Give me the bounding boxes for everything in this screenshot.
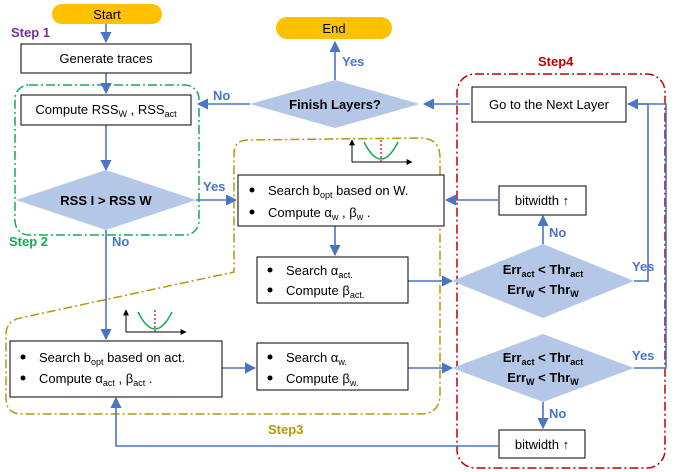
bitwidth-up-box-2 — [498, 429, 586, 459]
arrow-bitwidth2-back — [110, 396, 498, 447]
step4-label: Step4 — [538, 54, 574, 69]
search-alpha-act-line1: Search αact. — [286, 263, 353, 280]
loss-curve-icon — [123, 309, 187, 335]
edge-label-no-err2: No — [549, 406, 566, 421]
edge-label-yes-err1: Yes — [632, 259, 654, 274]
err-decision-2 — [452, 334, 634, 402]
bullet — [20, 354, 26, 360]
search-bopt-w-line2: Compute αw , βw . — [268, 205, 370, 222]
search-bopt-act-box — [9, 340, 223, 398]
edge-label-yes-end: Yes — [342, 54, 364, 69]
search-alpha-w-line1: Search αw. — [286, 350, 347, 367]
bitwidth-up-box-1 — [498, 185, 587, 216]
bullet — [267, 267, 273, 273]
bitwidth-up-label-2: bitwidth ↑ — [515, 437, 569, 452]
compute-rss-label: Compute RSSW , RSSact — [35, 102, 177, 119]
start-label: Start — [93, 7, 121, 22]
bullet — [249, 187, 255, 193]
bullet — [267, 287, 273, 293]
next-layer-label: Go to the Next Layer — [489, 97, 610, 112]
step2-label: Step 2 — [9, 234, 48, 249]
bullet — [20, 375, 26, 381]
err-decision-1-line2: ErrW < ThrW — [507, 282, 579, 299]
search-alpha-w-box — [256, 342, 409, 391]
edge-label-yes-rss: Yes — [203, 179, 225, 194]
bullet — [249, 209, 255, 215]
bitwidth-up-label-1: bitwidth ↑ — [515, 193, 569, 208]
edge-label-no-err1: No — [549, 225, 566, 240]
rss-decision-label: RSS I > RSS W — [60, 193, 152, 208]
search-bopt-w-line1: Search bopt based on W. — [268, 183, 408, 200]
err-decision-1 — [452, 244, 634, 318]
search-bopt-act-line1: Search bopt based on act. — [39, 350, 185, 367]
next-layer-box — [471, 86, 627, 123]
search-alpha-act-line2: Compute βact. — [286, 283, 364, 300]
step3-label: Step3 — [268, 422, 303, 437]
compute-rss-box — [20, 94, 192, 126]
search-bopt-act-line2: Compute αact , βact . — [39, 371, 152, 388]
edge-label-no-finish: No — [213, 88, 230, 103]
step3-group-outline — [5, 137, 441, 415]
arrow-err1-yes — [626, 98, 649, 282]
err-decision-2-line1: Erract < Thract — [503, 350, 584, 367]
generate-traces-label: Generate traces — [59, 51, 153, 66]
step2-group-outline — [14, 84, 200, 236]
arrow-err2-yes — [630, 103, 667, 369]
err-decision-2-line2: ErrW < ThrW — [507, 370, 579, 387]
edge-label-no-rss: No — [112, 234, 129, 249]
edge-label-yes-err2: Yes — [632, 348, 654, 363]
bullet — [267, 375, 273, 381]
search-alpha-act-box — [256, 256, 409, 304]
rss-decision — [16, 170, 196, 230]
search-alpha-w-line2: Compute βw. — [286, 371, 358, 388]
start-node — [52, 4, 162, 24]
end-label: End — [322, 21, 345, 36]
err-decision-1-line1: Erract < Thract — [503, 262, 584, 279]
step1-label: Step 1 — [11, 25, 50, 40]
end-node — [276, 17, 392, 39]
generate-traces-box — [20, 43, 192, 74]
finish-layers-label: Finish Layers? — [289, 97, 381, 112]
search-bopt-w-box — [237, 174, 445, 227]
step4-group-outline — [456, 73, 666, 469]
loss-curve-icon — [349, 139, 413, 165]
finish-layers-decision — [250, 80, 420, 128]
bullet — [267, 354, 273, 360]
